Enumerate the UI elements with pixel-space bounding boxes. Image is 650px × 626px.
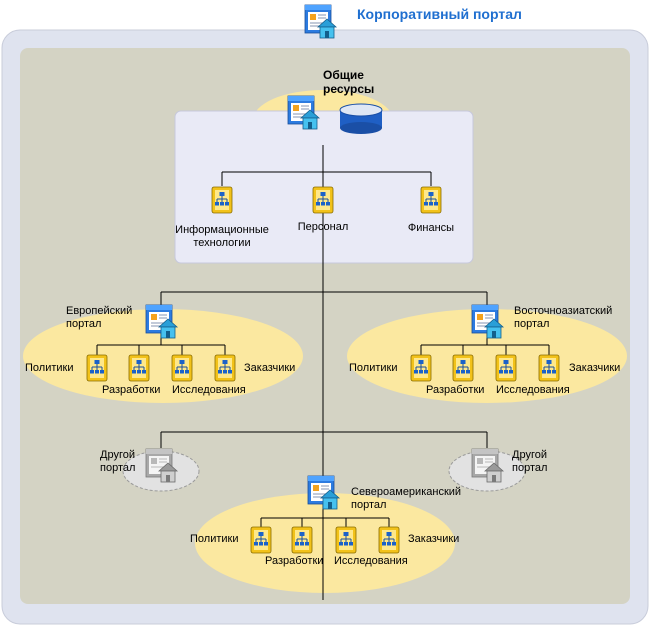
- site-icon-personnel: [312, 186, 334, 214]
- site-label-it-line1: Информационные: [175, 224, 269, 236]
- asia-site-label-development: Разработки: [426, 384, 485, 396]
- asia-site-label-policies: Политики: [349, 362, 398, 374]
- europe-portal-label-line1: Европейский: [66, 305, 133, 317]
- shared-resources-label-line2: ресурсы: [323, 82, 375, 96]
- asia-site-label-customers: Заказчики: [569, 362, 621, 374]
- europe-site-label-policies: Политики: [25, 362, 74, 374]
- site-icon-asia-customers: [538, 354, 560, 382]
- asia-portal-icon: [471, 304, 504, 339]
- other-portal-right-label: Другой портал: [512, 449, 547, 475]
- europe-portal-icon: [145, 304, 178, 339]
- connectors: [96, 145, 550, 600]
- site-icon-europe-customers: [214, 354, 236, 382]
- site-icon-na-customers: [378, 526, 400, 554]
- site-label-personnel: Персонал: [297, 221, 349, 233]
- na-site-label-development: Разработки: [265, 555, 324, 567]
- asia-site-label-research: Исследования: [496, 384, 570, 396]
- europe-portal-label-line2: портал: [66, 318, 102, 330]
- na-site-label-policies: Политики: [190, 533, 239, 545]
- site-label-it: Информационные технологии: [172, 224, 272, 250]
- na-site-label-research: Исследования: [334, 555, 408, 567]
- asia-portal-label: Восточноазиатский портал: [514, 305, 612, 331]
- other-portal-left-label: Другой портал: [100, 449, 135, 475]
- europe-site-label-customers: Заказчики: [244, 362, 296, 374]
- europe-site-label-development: Разработки: [102, 384, 161, 396]
- site-icon-finance: [420, 186, 442, 214]
- asia-portal-label-line2: портал: [514, 318, 550, 330]
- north-america-portal-label-line2: портал: [351, 499, 387, 511]
- shared-resources-label-line1: Общие: [323, 68, 364, 82]
- other-portal-right-label-line1: Другой: [512, 449, 547, 461]
- other-portal-left-label-line1: Другой: [100, 449, 135, 461]
- corporate-portal-icon: [304, 4, 337, 39]
- site-icon-europe-development: [128, 354, 150, 382]
- other-portal-left-icon: [145, 448, 178, 483]
- database-icon: [339, 103, 383, 134]
- site-label-finance: Финансы: [407, 222, 455, 234]
- site-icon-asia-research: [495, 354, 517, 382]
- site-icon-na-research: [335, 526, 357, 554]
- other-portal-left-label-line2: портал: [100, 462, 136, 474]
- europe-site-label-research: Исследования: [172, 384, 246, 396]
- na-site-label-customers: Заказчики: [408, 533, 460, 545]
- europe-portal-label: Европейский портал: [66, 305, 132, 331]
- site-icon-na-policies: [250, 526, 272, 554]
- north-america-portal-label: Североамериканский портал: [351, 486, 461, 512]
- north-america-portal-icon: [307, 475, 340, 510]
- asia-portal-label-line1: Восточноазиатский: [514, 305, 613, 317]
- site-icon-asia-policies: [410, 354, 432, 382]
- site-label-it-line2: технологии: [193, 237, 251, 249]
- north-america-portal-ellipse: [195, 493, 455, 593]
- site-icon-na-development: [291, 526, 313, 554]
- page-title: Корпоративный портал: [357, 6, 522, 22]
- north-america-portal-label-line1: Североамериканский: [351, 486, 462, 498]
- site-icon-asia-development: [452, 354, 474, 382]
- shared-portal-icon: [287, 95, 320, 130]
- site-icon-it: [211, 186, 233, 214]
- other-portal-right-icon: [471, 448, 504, 483]
- site-icon-europe-research: [171, 354, 193, 382]
- site-icon-europe-policies: [86, 354, 108, 382]
- other-portal-right-label-line2: портал: [512, 462, 548, 474]
- shared-resources-label: Общие ресурсы: [323, 68, 374, 96]
